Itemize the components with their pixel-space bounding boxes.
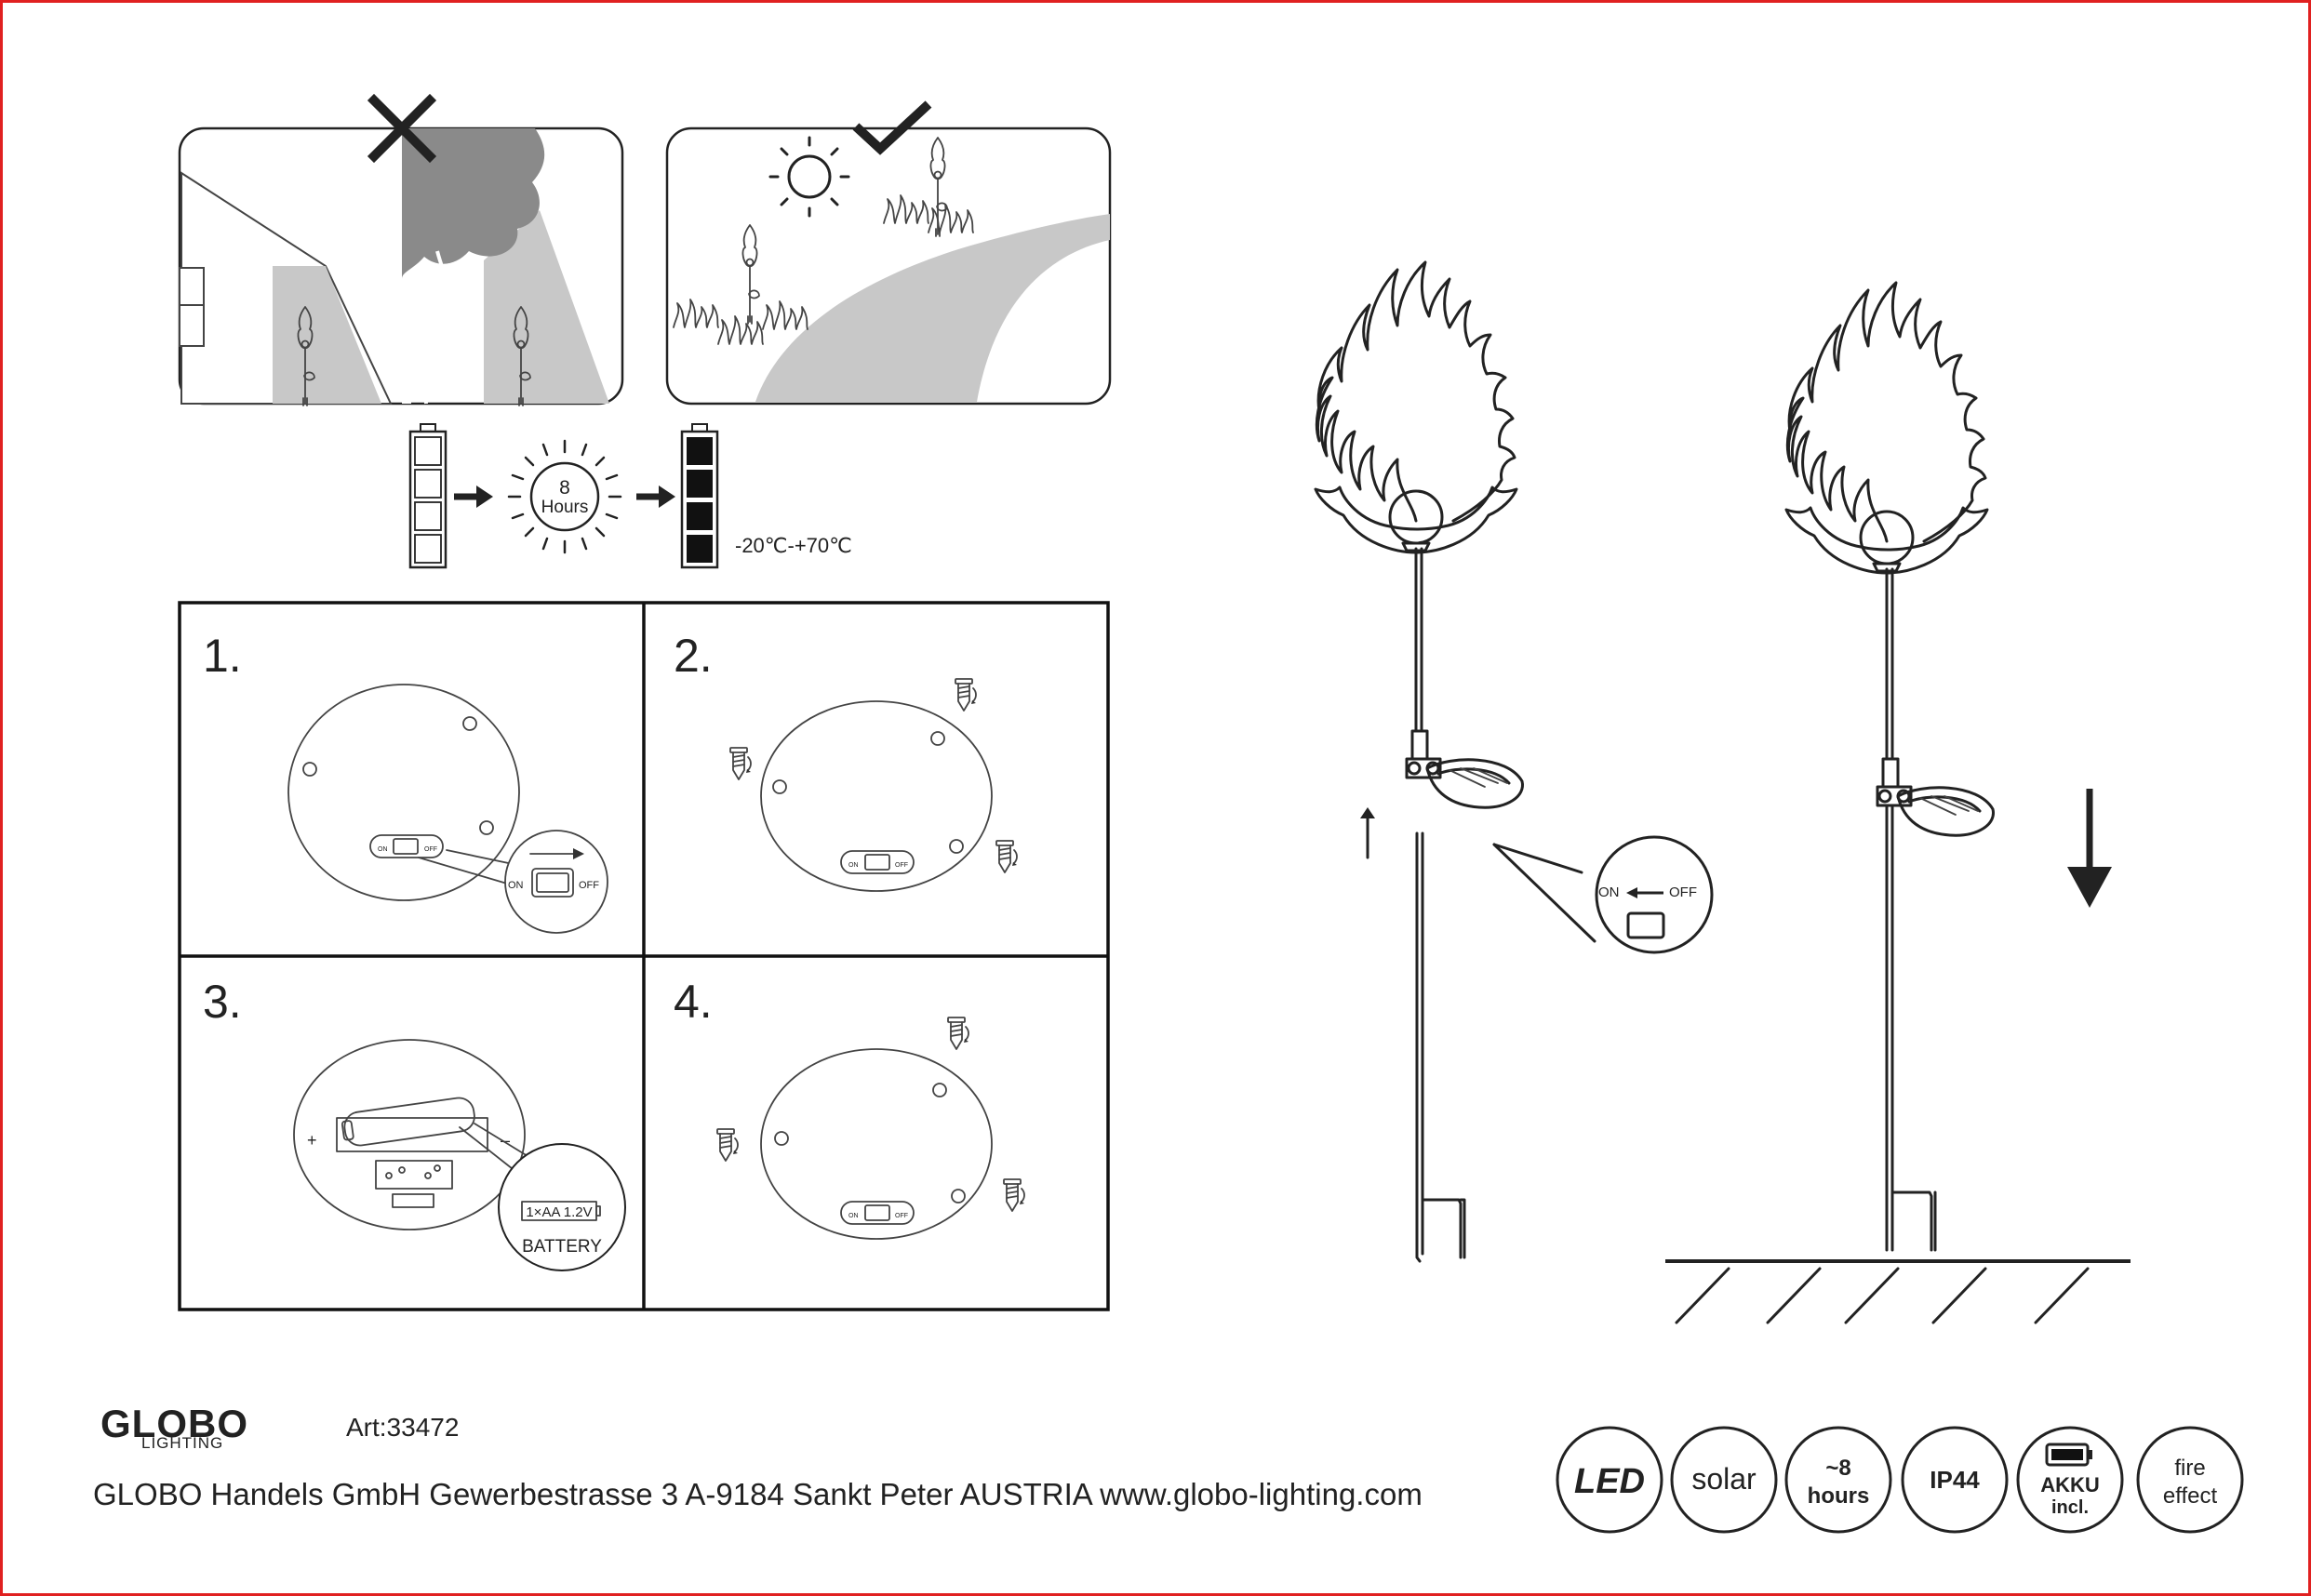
badge-fire-label: fire xyxy=(2174,1456,2205,1481)
sun-icon xyxy=(768,136,850,218)
step-4: 4. ON OFF xyxy=(674,976,1025,1240)
step-number: 3. xyxy=(203,976,242,1028)
checkmark-icon xyxy=(852,100,932,155)
badge-effect-label: effect xyxy=(2163,1483,2218,1509)
ground xyxy=(1665,1259,2131,1324)
logo-sub: LIGHTING xyxy=(141,1434,223,1452)
sun-icon: 8 Hours xyxy=(507,439,622,554)
charge-row: 8 Hours -20℃-+70℃ xyxy=(408,423,852,569)
cross-icon xyxy=(367,93,437,164)
switch-off-label: OFF xyxy=(424,846,437,853)
battery-icon xyxy=(2045,1443,2092,1467)
step-2: 2. ON OFF xyxy=(674,630,1018,892)
empty-battery-icon xyxy=(408,423,448,569)
logo-main: GLOBO xyxy=(100,1402,248,1445)
switch-housing: ON OFF xyxy=(369,834,444,858)
switch-off-label: OFF xyxy=(895,862,908,869)
badge-led: LED xyxy=(1556,1426,1663,1534)
badge-hours-unit: hours xyxy=(1808,1483,1870,1509)
switch-off-label: OFF xyxy=(895,1213,908,1219)
footer: GLOBO LIGHTING Art:33472 GLOBO Handels G… xyxy=(93,1402,2244,1534)
badge-akku-label: AKKU xyxy=(2040,1473,2100,1496)
company-address: GLOBO Handels GmbH Gewerbestrasse 3 A-91… xyxy=(93,1477,1423,1511)
svg-text:–: – xyxy=(501,1131,510,1150)
battery-type-label: 1×AA 1.2V xyxy=(526,1204,592,1220)
sun-hours-value: 8 xyxy=(559,477,570,499)
zoom-off-label: OFF xyxy=(579,880,599,891)
wrong-placement-panel xyxy=(178,93,624,406)
brand-logo: GLOBO LIGHTING xyxy=(100,1402,248,1452)
step-number: 4. xyxy=(674,976,713,1028)
badge-hours-value: ~8 xyxy=(1825,1456,1850,1481)
arrow-right-icon xyxy=(636,485,675,508)
article-number: Art:33472 xyxy=(346,1413,459,1442)
switch-on-label: ON xyxy=(848,862,859,869)
svg-text:+: + xyxy=(307,1131,317,1150)
badge-ip44-label: IP44 xyxy=(1930,1466,1980,1494)
step-1: 1. ON OFF ON OFF xyxy=(203,630,608,934)
sun-hours-unit: Hours xyxy=(541,498,589,517)
arrow-right-icon xyxy=(454,485,493,508)
badge-led-label: LED xyxy=(1574,1462,1645,1501)
step-number: 1. xyxy=(203,630,242,682)
battery-caption: BATTERY xyxy=(522,1237,602,1257)
temperature-range: -20℃-+70℃ xyxy=(735,534,852,557)
zoom-on-label: ON xyxy=(508,880,524,891)
switch-on-label: ON xyxy=(848,1213,859,1219)
torch-assembled xyxy=(1665,281,2131,1324)
callout-off-label: OFF xyxy=(1669,884,1697,900)
badge-hours: ~8 hours xyxy=(1784,1426,1892,1534)
full-battery-icon xyxy=(680,423,719,569)
arrow-left-icon xyxy=(1626,887,1663,898)
badge-akku: AKKU incl. xyxy=(2016,1426,2124,1534)
steps-grid: 1. ON OFF ON OFF 2. xyxy=(178,601,1110,1311)
arrow-down-icon xyxy=(2067,789,2112,908)
arrow-up-icon xyxy=(1360,807,1375,859)
callout-on-label: ON xyxy=(1598,884,1620,900)
badge-solar: solar xyxy=(1670,1426,1778,1534)
step-number: 2. xyxy=(674,630,713,682)
badge-solar-label: solar xyxy=(1691,1462,1757,1496)
badge-ip44: IP44 xyxy=(1901,1426,2009,1534)
torch-before-assembly: ON OFF xyxy=(1314,260,1714,1263)
step-3: 3. + – 1×AA 1.2V BATTERY xyxy=(203,976,626,1271)
badge-akku-sub: incl. xyxy=(2051,1497,2089,1518)
badge-fire-effect: fire effect xyxy=(2136,1426,2244,1534)
right-placement-panel xyxy=(665,100,1112,406)
switch-on-label: ON xyxy=(378,846,388,853)
